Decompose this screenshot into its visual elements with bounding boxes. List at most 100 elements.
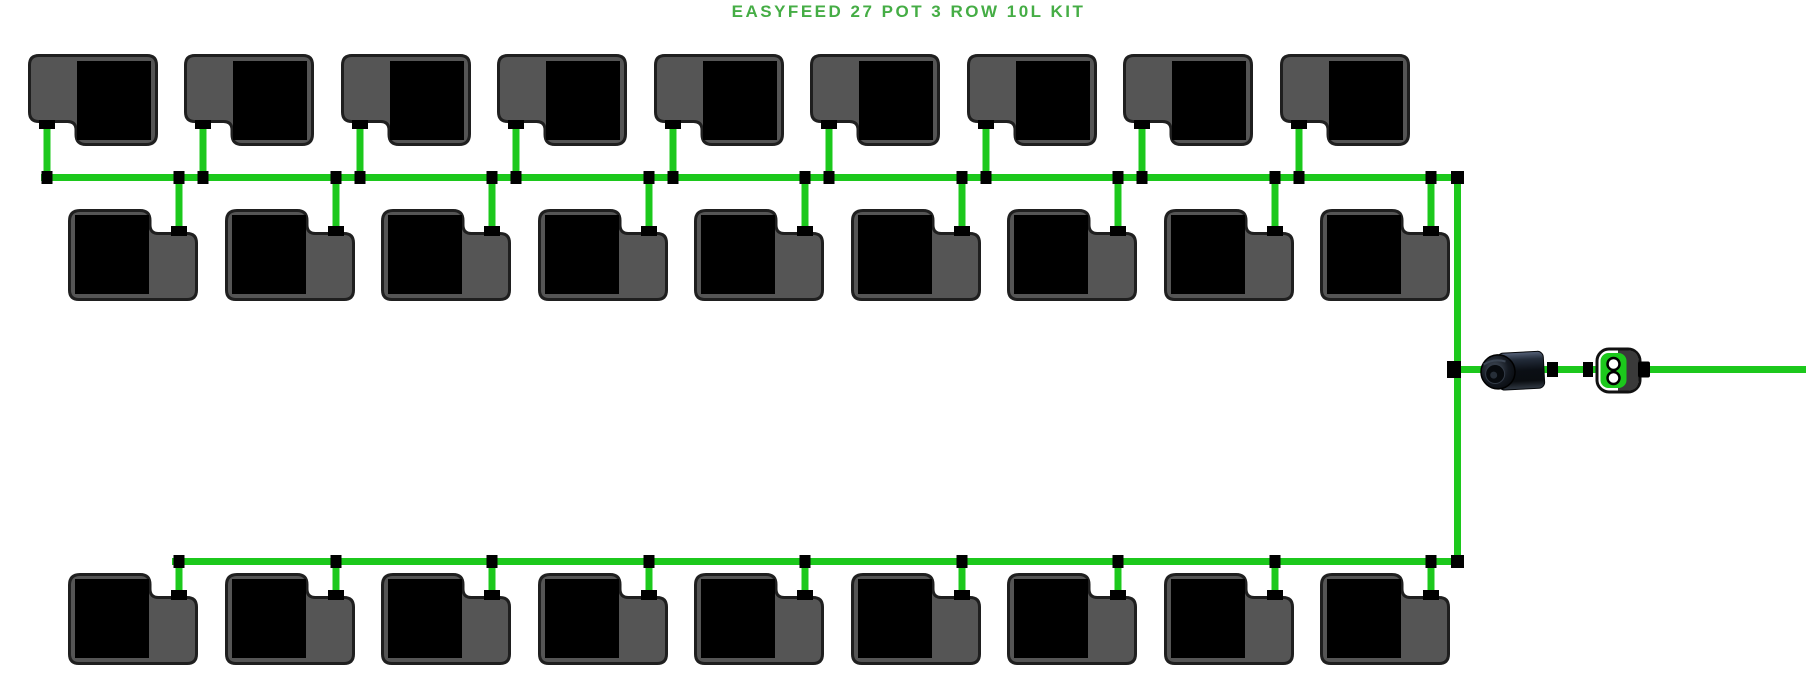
manifold-junction-connector: [823, 171, 835, 184]
drip-tube: [1271, 178, 1279, 235]
pot: [851, 573, 981, 665]
pot-inlet-connector: [978, 120, 994, 129]
drip-tube: [332, 178, 340, 235]
manifold-junction-connector: [197, 171, 209, 184]
pot: [1123, 54, 1253, 146]
pot-opening: [390, 61, 464, 140]
pot-inlet-connector: [1291, 120, 1307, 129]
pot: [497, 54, 627, 146]
pot: [1007, 209, 1137, 301]
pot-inlet-connector: [797, 590, 813, 600]
drip-tube: [175, 562, 183, 600]
valve-port-bottom-icon: [1606, 370, 1621, 386]
pot: [225, 573, 355, 665]
drip-tubes-layer: [43, 120, 1435, 600]
pot-opening: [701, 579, 775, 658]
pot-inlet-connector: [1423, 226, 1439, 236]
drip-tube: [1114, 178, 1122, 235]
outlet-tee-connector: [1447, 361, 1461, 378]
drip-tube: [332, 562, 340, 600]
pot-opening: [1171, 215, 1245, 294]
pot-inlet-connector: [328, 226, 344, 236]
pot-inlet-connector: [821, 120, 837, 129]
pot-inlet-connector: [954, 226, 970, 236]
manifold-junction-connector: [354, 171, 366, 184]
pot-inlet-connector: [641, 226, 657, 236]
pot: [538, 209, 668, 301]
pot-opening: [545, 579, 619, 658]
drip-tube: [801, 178, 809, 235]
pot: [694, 573, 824, 665]
manifold-junction-connector: [173, 171, 185, 184]
pot: [184, 54, 314, 146]
manifold-junction-connector: [41, 171, 53, 184]
pot-opening: [1329, 61, 1403, 140]
pot-inlet-connector: [508, 120, 524, 129]
pots-layer: [28, 54, 1450, 665]
pump-face-highlight: [1483, 359, 1506, 366]
manifold-junction-connector: [980, 171, 992, 184]
pot: [967, 54, 1097, 146]
manifold-junction-connector: [1112, 555, 1124, 568]
drip-tube: [488, 562, 496, 600]
manifold-junction-connector: [486, 171, 498, 184]
pot-inlet-connector: [641, 590, 657, 600]
pot-inlet-connector: [195, 120, 211, 129]
pot-opening: [858, 215, 932, 294]
manifold-junction-connector: [330, 171, 342, 184]
drip-tube: [958, 178, 966, 235]
pot-opening: [388, 215, 462, 294]
pot-inlet-connector: [484, 590, 500, 600]
pot-opening: [701, 215, 775, 294]
pot-opening: [703, 61, 777, 140]
manifold-junction-connector: [799, 171, 811, 184]
valve-port-top-icon: [1606, 356, 1621, 372]
pot-inlet-connector: [328, 590, 344, 600]
pot-opening: [232, 579, 306, 658]
manifold-junction-connector: [1269, 555, 1281, 568]
pot: [1280, 54, 1410, 146]
pot-inlet-connector: [797, 226, 813, 236]
pot-opening: [75, 215, 149, 294]
pot-opening: [859, 61, 933, 140]
pot-inlet-connector: [1134, 120, 1150, 129]
pot-inlet-connector: [1423, 590, 1439, 600]
manifold-junction-connector: [1293, 171, 1305, 184]
drip-tube: [1295, 120, 1303, 177]
pot-opening: [388, 579, 462, 658]
drip-tube: [1271, 562, 1279, 600]
pot-inlet-connector: [1110, 590, 1126, 600]
pot-opening: [232, 215, 306, 294]
manifold-junction-connector: [1112, 171, 1124, 184]
pot-opening: [545, 215, 619, 294]
pot: [810, 54, 940, 146]
pump-hub-icon: [1490, 371, 1498, 379]
drip-tube: [512, 120, 520, 177]
pot-inlet-connector: [39, 120, 55, 129]
pot: [28, 54, 158, 146]
pot-opening: [233, 61, 307, 140]
pot: [654, 54, 784, 146]
drip-tube: [669, 120, 677, 177]
pot: [381, 573, 511, 665]
pot: [68, 573, 198, 665]
pot: [1164, 209, 1294, 301]
drip-tube: [645, 178, 653, 235]
pot-opening: [1172, 61, 1246, 140]
pot-inlet-connector: [1267, 590, 1283, 600]
pot-opening: [77, 61, 151, 140]
drip-tube: [175, 178, 183, 235]
pot-inlet-connector: [352, 120, 368, 129]
pot-inlet-connector: [171, 590, 187, 600]
drip-tube: [1427, 562, 1435, 600]
pot-opening: [858, 579, 932, 658]
pot: [1007, 573, 1137, 665]
drip-tube: [801, 562, 809, 600]
feed-manifold-top: [41, 174, 1461, 181]
drip-tube: [488, 178, 496, 235]
manifold-junction-connector: [1425, 171, 1437, 184]
manifold-junction-connector: [667, 171, 679, 184]
pot-inlet-connector: [1110, 226, 1126, 236]
